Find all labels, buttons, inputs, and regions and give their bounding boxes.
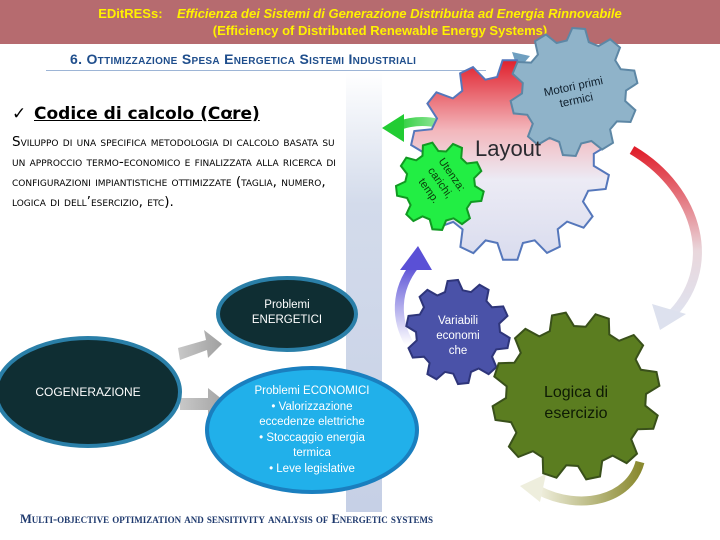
variabili-label-line-3: che xyxy=(448,345,468,357)
cycle-arrowhead-green xyxy=(382,114,404,142)
energetici-label: Problemi ENERGETICI xyxy=(220,298,354,328)
logica-gear-label: Logica di esercizio xyxy=(520,382,632,424)
variabili-gear xyxy=(405,278,511,386)
energetici-label-line-2: ENERGETICI xyxy=(251,314,323,326)
economici-bullet-1-cont: eccedenze elettriche xyxy=(259,416,365,428)
logica-gear xyxy=(491,311,661,481)
variabili-label-line-1: Variabili xyxy=(437,315,479,327)
gear-variabili-body xyxy=(405,278,511,386)
header-title-line: EDitRESs: Efficienza dei Sistemi di Gene… xyxy=(0,6,720,21)
variabili-label-line-2: economi xyxy=(436,330,480,342)
gear-logica-body xyxy=(491,311,661,481)
energetici-label-line-1: Problemi xyxy=(264,299,310,311)
gear-utenza-body xyxy=(394,141,485,231)
economici-bullet-2-cont: termica xyxy=(293,447,331,459)
cogenerazione-ellipse xyxy=(0,336,182,448)
logica-label-line-2: esercizio xyxy=(544,405,608,422)
footer-caption: Multi-objective optimization and sensiti… xyxy=(20,512,433,526)
header-banner: EDitRESs: Efficienza dei Sistemi di Gene… xyxy=(0,0,720,44)
project-title-en: (Efficiency of Distributed Renewable Ene… xyxy=(212,23,548,38)
core-title: Codice di calcolo (Core) xyxy=(34,104,260,124)
logica-label-line-1: Logica di xyxy=(543,384,609,401)
arrow-to-energetici xyxy=(178,330,222,360)
core-description: Sviluppo di una specifica metodologia di… xyxy=(12,134,336,210)
project-acronym: EDitRESs: xyxy=(98,6,163,21)
checkmark-icon: ✓ xyxy=(12,104,27,123)
economici-bullet-1: • Valorizzazione xyxy=(271,400,353,413)
cycle-arrow-olive xyxy=(535,460,645,506)
utenza-gear xyxy=(394,141,485,231)
economici-ellipse xyxy=(205,366,419,494)
core-title-colon: : xyxy=(229,106,234,123)
project-title-it: Efficienza dei Sistemi di Generazione Di… xyxy=(176,6,622,21)
cycle-arrow-red xyxy=(629,146,702,322)
economici-label: Problemi ECONOMICI • Valorizzazione ecce… xyxy=(232,384,392,477)
variabili-gear-label: Variabili economi che xyxy=(420,314,496,359)
economici-title: Problemi ECONOMICI xyxy=(254,385,370,397)
economici-bullet-2: • Stoccaggio energia xyxy=(259,431,365,444)
cycle-arrowhead-red xyxy=(652,304,686,330)
cogenerazione-label: COGENERAZIONE xyxy=(35,385,141,399)
cycle-arrowhead-blue xyxy=(400,246,432,270)
gear-motori-body xyxy=(509,26,639,158)
layout-gear-label: Layout xyxy=(474,136,542,161)
cycle-arrowhead-olive xyxy=(520,474,546,502)
energetici-ellipse xyxy=(216,276,358,352)
section-title: 6. Ottimizzazione Spesa Energetica Siste… xyxy=(70,51,417,67)
cycle-arrow-blue xyxy=(394,262,419,348)
section-divider xyxy=(46,70,486,71)
motori-gear xyxy=(509,26,639,158)
economici-bullet-3: • Leve legislative xyxy=(269,462,355,475)
